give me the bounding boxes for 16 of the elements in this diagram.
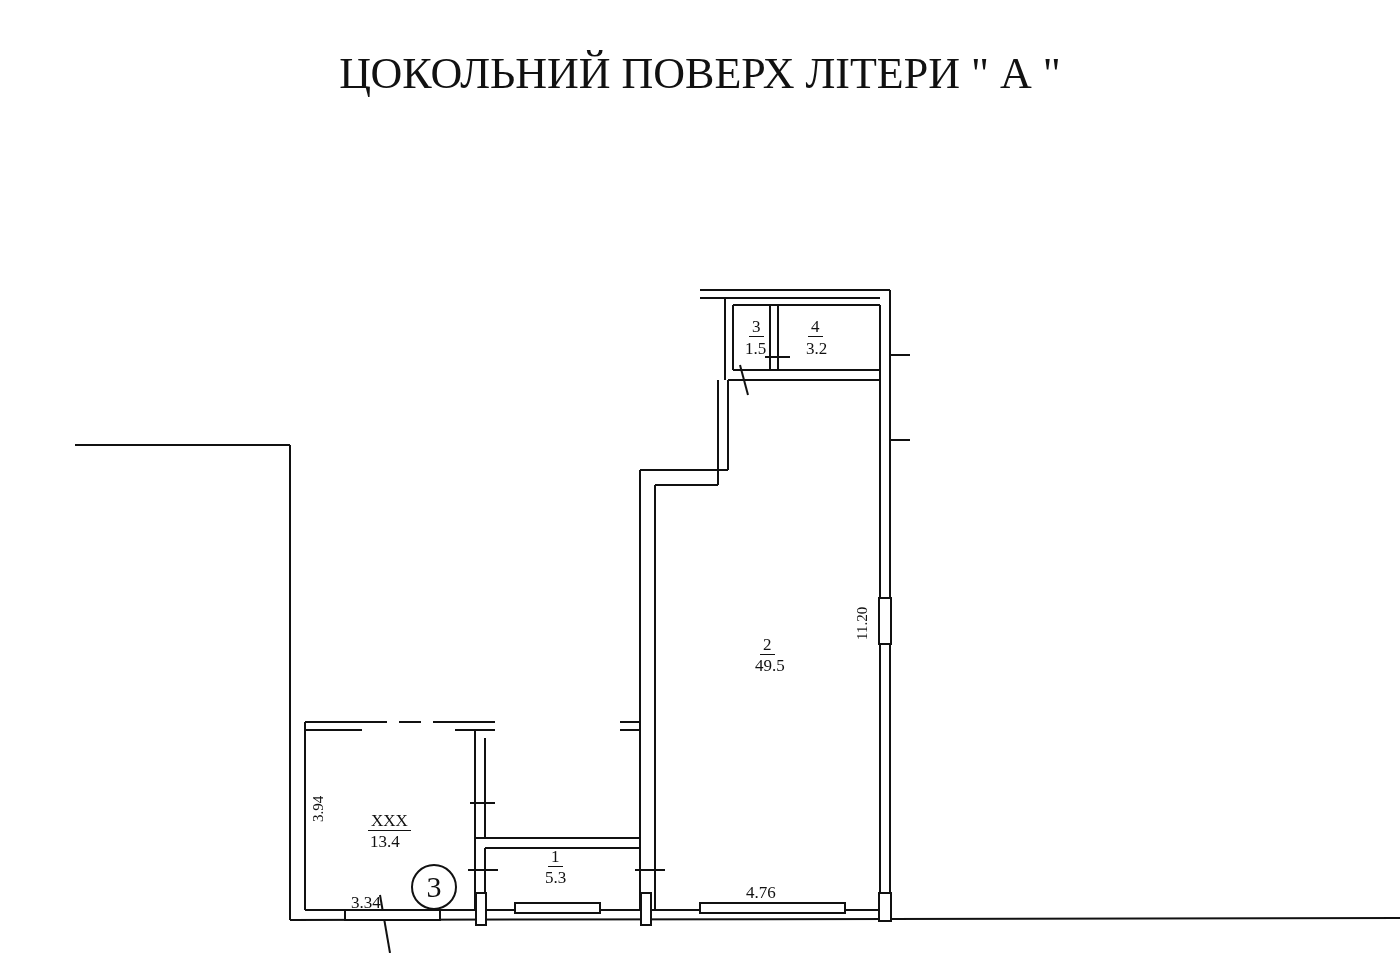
room-number: XXX: [368, 812, 411, 831]
room-number: 4: [808, 318, 823, 337]
room-number: 1: [548, 848, 563, 867]
plan-title: ЦОКОЛЬНИЙ ПОВЕРХ ЛІТЕРИ " А ": [338, 48, 1062, 100]
dimension-label: 3.34: [351, 894, 381, 912]
room-number: 2: [760, 636, 775, 655]
dimension-label: 4.76: [746, 884, 776, 902]
dimension-label: 3.94: [309, 795, 327, 822]
room-area: 13.4: [370, 833, 400, 851]
room-area: 5.3: [545, 869, 567, 887]
room-area: 1.5: [745, 340, 767, 358]
callout-number: 3: [411, 864, 457, 910]
dimension-label: 11.20: [853, 606, 871, 640]
room-number: 3: [749, 318, 764, 337]
room-area: 3.2: [806, 340, 828, 358]
room-area: 49.5: [755, 657, 785, 675]
